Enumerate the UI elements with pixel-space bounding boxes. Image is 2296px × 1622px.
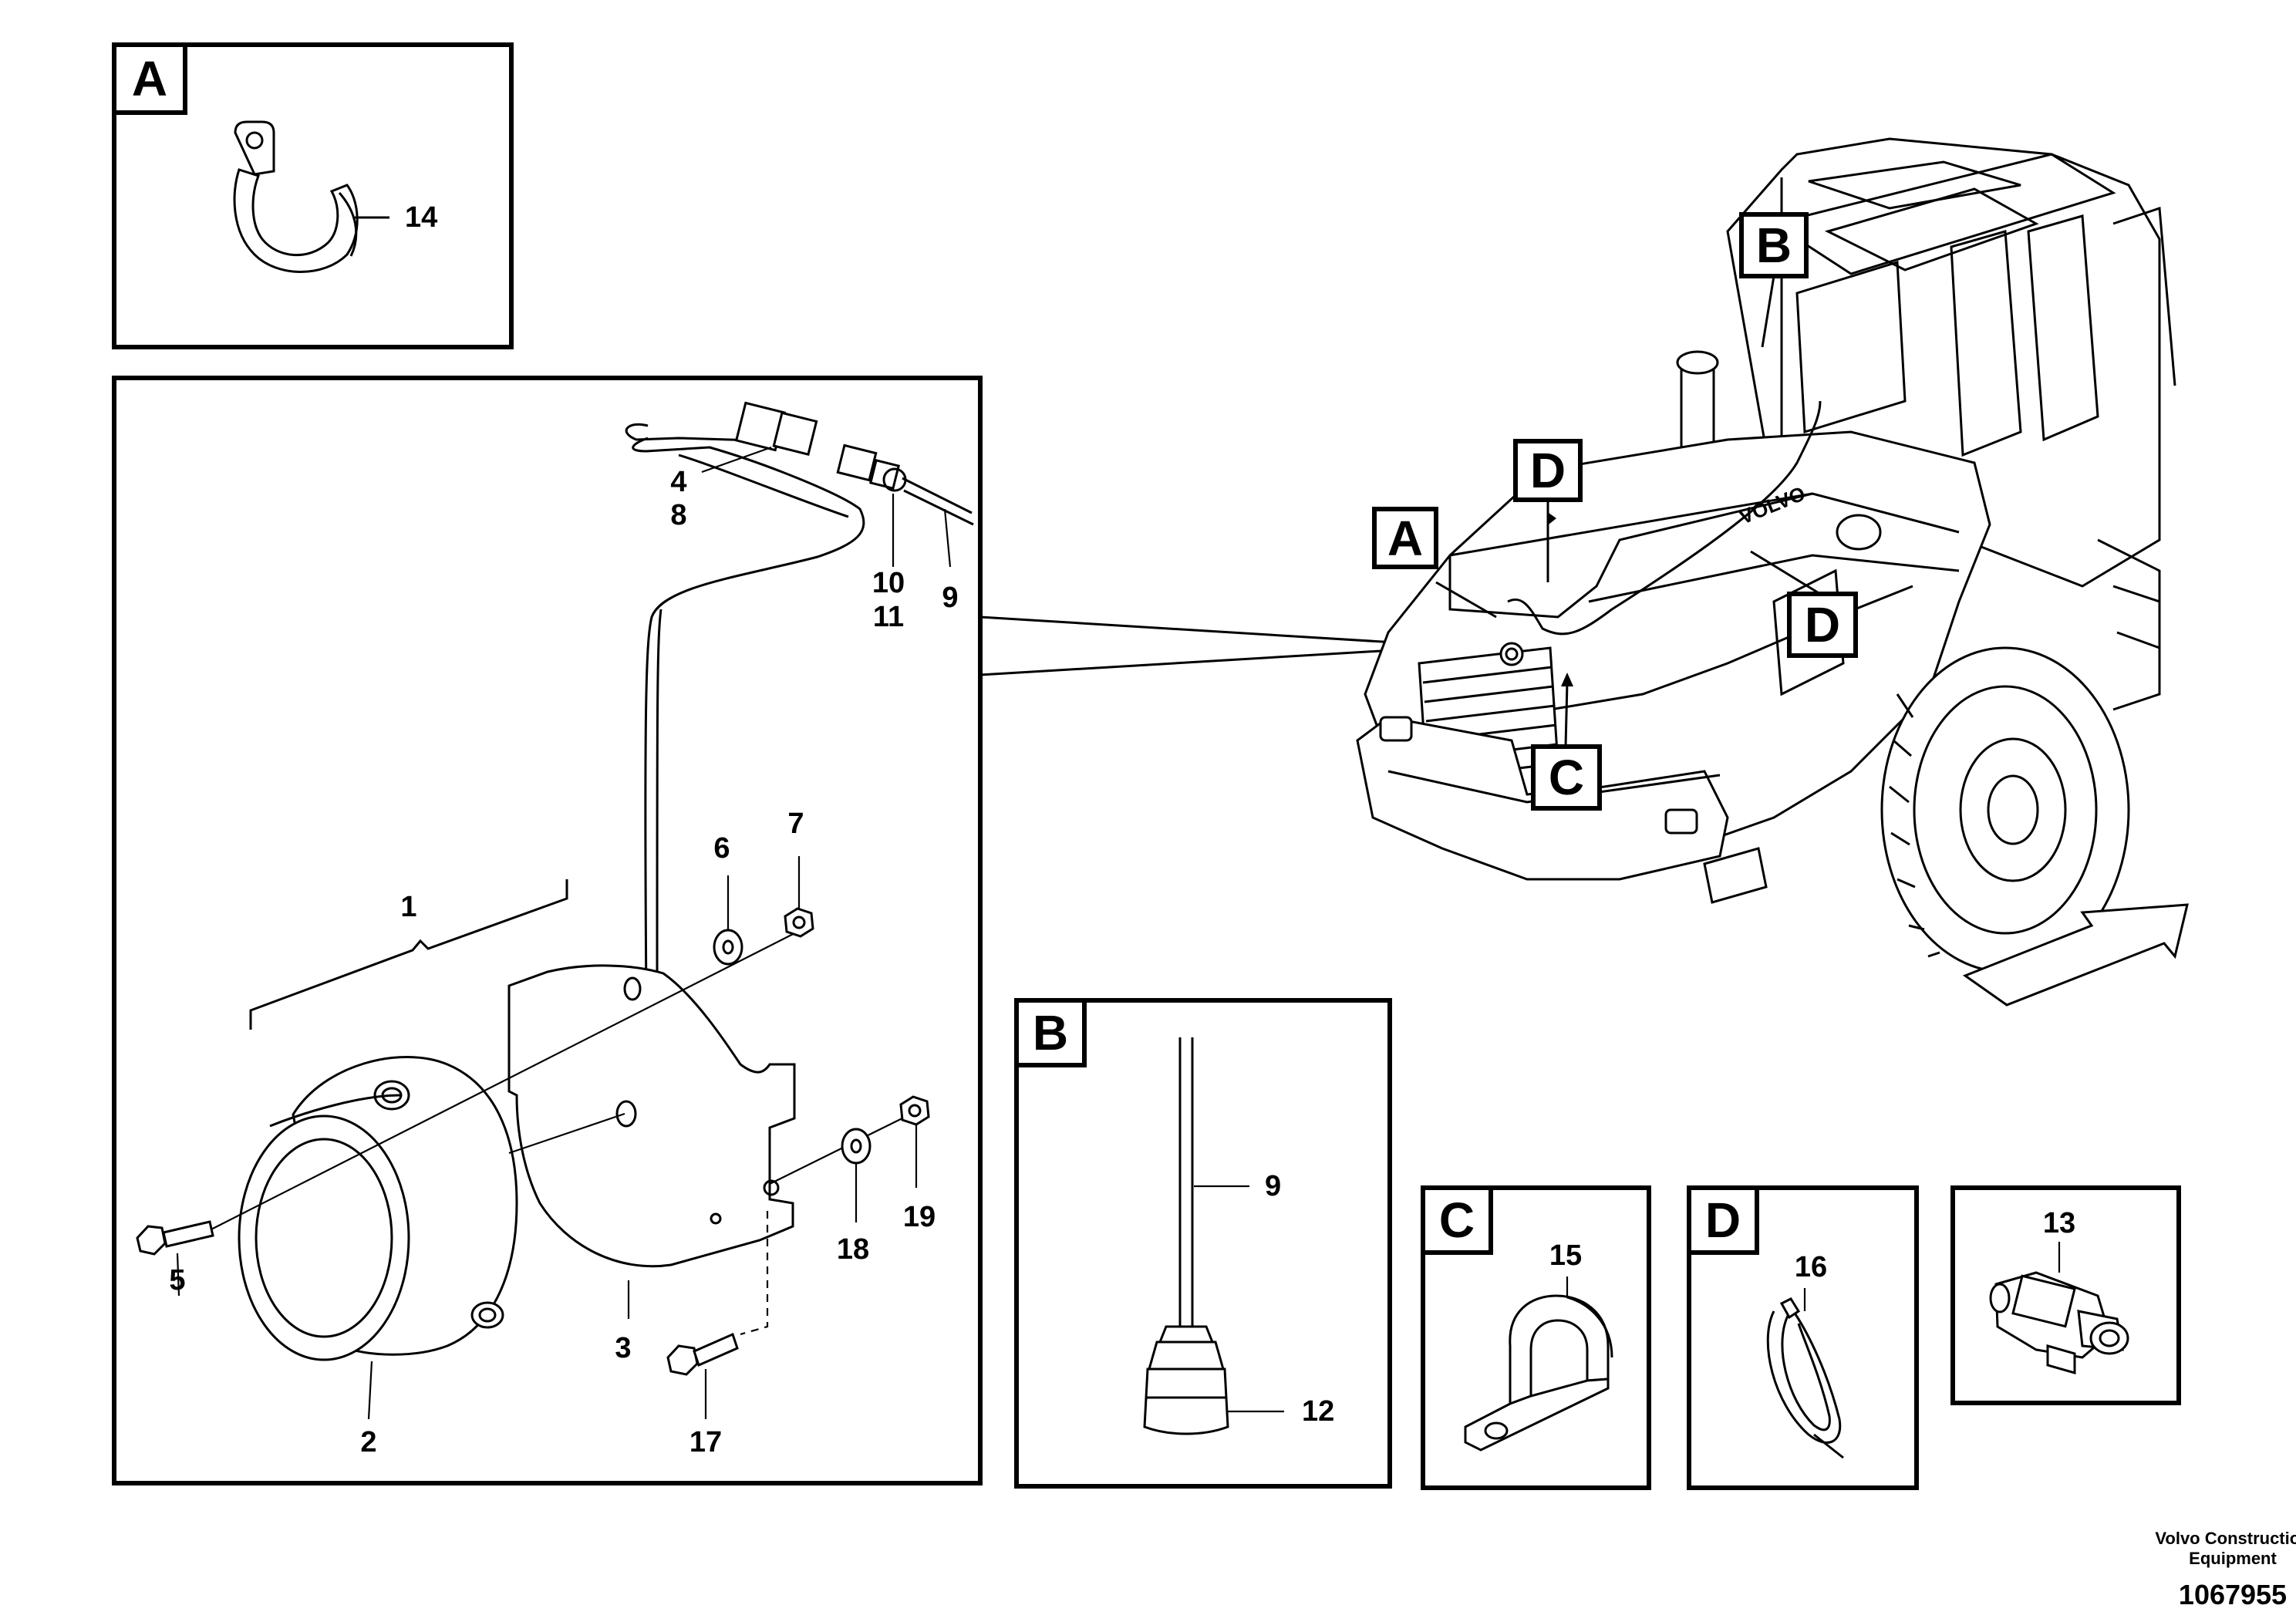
callout-15: 15 <box>1549 1239 1582 1272</box>
callout-9: 9 <box>942 582 958 614</box>
callout-11: 11 <box>873 601 904 633</box>
callout-2: 2 <box>360 1426 376 1458</box>
bracket-3 <box>507 964 796 1268</box>
grommet-12 <box>1143 1037 1229 1435</box>
inset-d-tag: D <box>1705 1192 1741 1248</box>
callout-9-b: 9 <box>1265 1170 1281 1202</box>
bolt-5 <box>136 1220 214 1256</box>
svg-text:A: A <box>1387 511 1423 566</box>
work-lamp-2 <box>238 1055 518 1361</box>
machine-tag-d-top: D <box>1513 439 1583 582</box>
connector-13 <box>1989 1271 2129 1374</box>
svg-text:D: D <box>1805 597 1840 653</box>
machine-tag-b: B <box>1739 212 1809 348</box>
footer-company-line1: Volvo Construction <box>2155 1529 2296 1548</box>
inset-c-tag: C <box>1439 1192 1475 1248</box>
callout-1: 1 <box>400 891 416 923</box>
callout-16: 16 <box>1795 1251 1827 1283</box>
inset-b: B 9 12 <box>1014 998 1392 1489</box>
inset-d: D 16 <box>1687 1185 1919 1490</box>
inset-c: C 15 <box>1421 1185 1651 1490</box>
callout-12: 12 <box>1302 1395 1334 1428</box>
inset-b-tag: B <box>1033 1005 1068 1061</box>
machine-tag-a: A <box>1372 507 1497 619</box>
callout-13: 13 <box>2043 1207 2075 1239</box>
p-clamp-14 <box>233 120 359 273</box>
zoom-line-bottom <box>979 645 1458 676</box>
direction-arrow <box>1962 903 2189 1007</box>
footer-company-line2: Equipment <box>2189 1549 2277 1568</box>
machine-tag-d-side: D <box>1750 550 1858 658</box>
callout-6: 6 <box>713 832 730 865</box>
washer-18 <box>841 1128 872 1165</box>
svg-text:D: D <box>1530 443 1566 498</box>
callout-19: 19 <box>903 1201 936 1233</box>
p-clamp-15 <box>1464 1294 1613 1452</box>
bolt-17 <box>666 1332 739 1376</box>
wheel-loader: VOLVO <box>1356 137 2176 973</box>
callout-7: 7 <box>787 808 804 840</box>
nut-7 <box>784 907 814 938</box>
washer-6 <box>713 929 743 966</box>
svg-text:B: B <box>1756 218 1792 273</box>
inset-connector-13: 13 <box>1950 1185 2181 1405</box>
callout-4: 4 <box>670 466 686 498</box>
main-view: 1 2 3 4 8 5 6 7 9 10 11 17 18 19 <box>112 376 983 1485</box>
callout-14: 14 <box>405 201 437 234</box>
footer: Volvo Construction Equipment 1067955 <box>2155 1529 2296 1610</box>
callout-8: 8 <box>670 499 686 531</box>
zoom-line-top <box>979 615 1458 648</box>
svg-text:C: C <box>1549 750 1584 805</box>
callout-10: 10 <box>872 567 905 599</box>
callout-5: 5 <box>169 1264 185 1297</box>
drawing-number: 1067955 <box>2179 1579 2287 1610</box>
callout-18: 18 <box>837 1233 869 1266</box>
callout-17: 17 <box>689 1426 722 1458</box>
nut-19 <box>899 1095 930 1126</box>
connector-10 <box>836 443 907 492</box>
connector-4 <box>734 401 818 456</box>
cable-tie-16 <box>1766 1297 1844 1459</box>
inset-a-tag: A <box>132 51 167 106</box>
machine-tag-c: C <box>1531 673 1602 811</box>
callout-3: 3 <box>615 1332 631 1364</box>
inset-a: A 14 <box>112 42 514 349</box>
